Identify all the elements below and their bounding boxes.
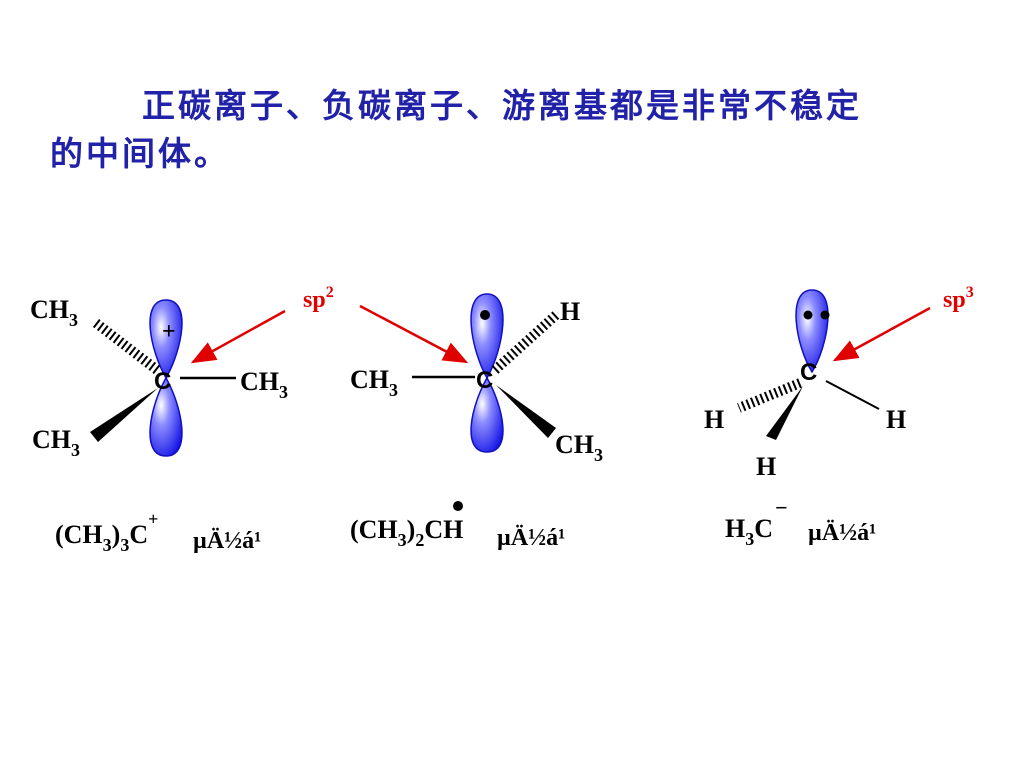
central-carbon: C [800,359,817,386]
hybridization-label: sp2 [303,284,334,313]
methyl-group-right: CH3 [240,367,288,402]
p-orbital-lower-lobe [470,376,504,453]
p-orbital-lower-lobe [149,376,183,457]
methyl-group-bottom-right: CH3 [555,430,603,465]
formula-label: H3C− [725,495,788,549]
hydrogen-atom: H [560,297,580,326]
p-orbital-upper-lobe [470,293,504,380]
caption-text: µÄ½á¹ [497,525,565,551]
radical-dot [453,501,463,511]
free-radical-diagram: C H CH3 CH3 (CH3)2CH µÄ½á¹ [350,293,603,551]
methyl-group-left: CH3 [350,365,398,400]
intro-text: 正碳离子、负碳离子、游离基都是非常不稳定的中间体。 [50,82,950,178]
sp2-pointer-arrow [359,304,469,364]
intro-line-1: 正碳离子、负碳离子、游离基都是非常不稳定 [142,86,862,125]
hydrogen-atom-right: H [886,405,906,434]
carbanion-diagram: C H H H sp3 H3C− µÄ½á¹ [704,284,974,549]
hashed-bond [491,311,560,374]
methyl-group-top-left: CH3 [30,295,78,330]
central-carbon: C [154,368,171,395]
caption-text: µÄ½á¹ [193,528,261,554]
methyl-group-bottom-left: CH3 [32,425,80,460]
intro-line-2: 的中间体。 [50,134,230,173]
carbocation-diagram: + C CH3 CH3 CH3 sp2 (CH3)3C+ µÄ½á¹ [30,284,334,555]
hashed-bond [737,378,802,413]
hydrogen-atom-left: H [704,405,724,434]
sp3-lone-pair-lobe [795,289,829,374]
caption-text: µÄ½á¹ [808,520,876,546]
wedge-bond [496,385,556,438]
lone-pair-dot [803,310,813,320]
plain-bond [825,380,880,410]
wedge-bond [766,386,803,440]
central-carbon: C [476,367,493,394]
positive-charge: + [162,319,176,345]
p-orbital-upper-lobe [149,299,183,380]
formula-label: (CH3)3C+ [55,509,158,555]
formula-label: (CH3)2CH [350,515,463,550]
hybridization-label: sp3 [943,284,974,313]
wedge-bond [90,388,158,442]
unpaired-electron-dot [480,310,490,320]
sp3-pointer-arrow [832,306,931,362]
hydrogen-atom-bottom: H [756,452,776,481]
sp2-pointer-arrow [190,309,286,364]
hashed-bond [92,319,161,374]
lone-pair-dot [820,310,830,320]
